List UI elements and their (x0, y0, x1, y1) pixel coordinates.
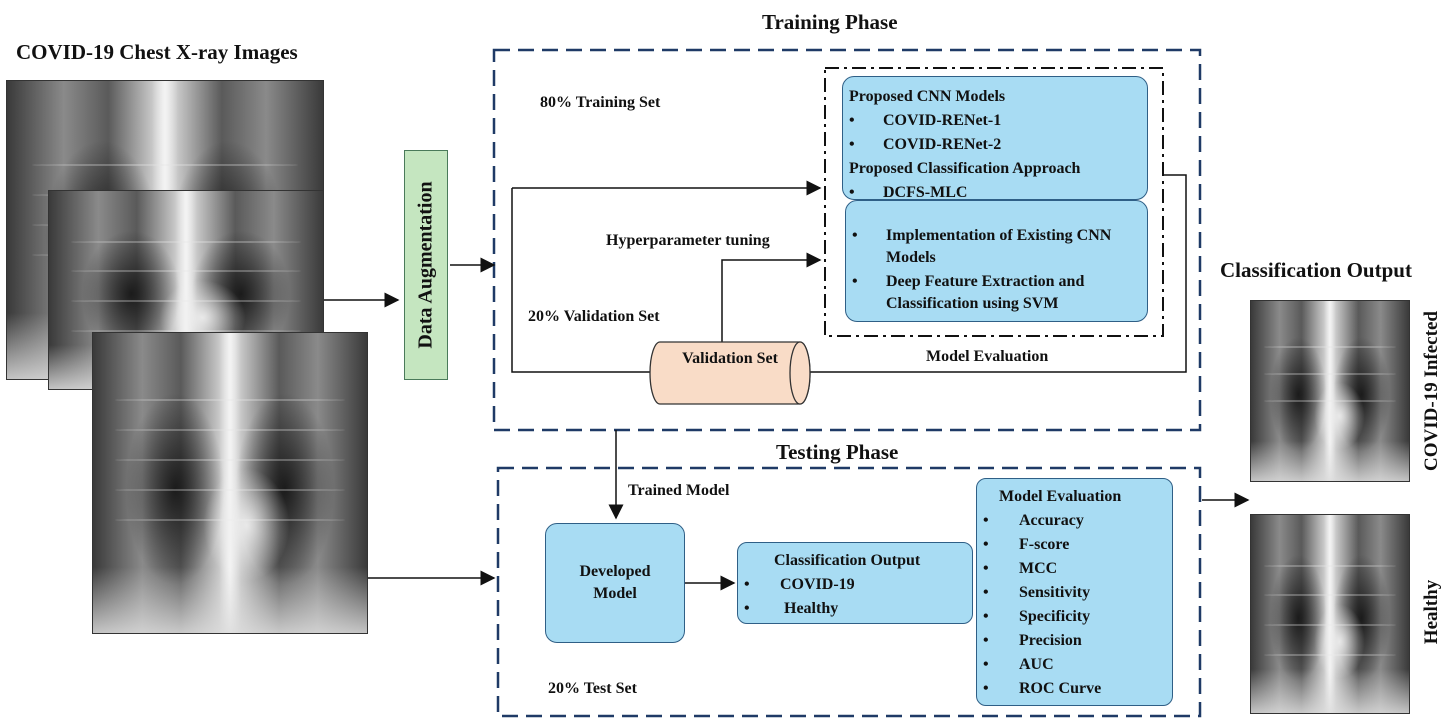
proposed-models-box: Proposed CNN Models •COVID-RENet-1 •COVI… (842, 76, 1148, 201)
trained-model-label: Trained Model (628, 482, 730, 499)
data-augmentation-label: Data Augmentation (414, 181, 437, 349)
xray-images-title: COVID-19 Chest X-ray Images (16, 40, 298, 64)
proposed-cnn-item-2: •COVID-RENet-2 (849, 136, 1002, 153)
healthy-xray (1250, 514, 1410, 714)
training-phase-title: Training Phase (762, 10, 898, 34)
proposed-cnn-item-1: •COVID-RENet-1 (849, 112, 1002, 129)
validation-set-label: 20% Validation Set (528, 308, 660, 325)
evaluation-item: •MCC (983, 560, 1058, 577)
existing-models-box: • Implementation of Existing CNN Models … (845, 200, 1148, 322)
evaluation-item: •Accuracy (983, 512, 1084, 529)
validation-set-cylinder (649, 341, 811, 405)
evaluation-item: •Sensitivity (983, 584, 1091, 601)
training-phase-frame (492, 48, 1202, 432)
existing-item-1: • Implementation of Existing CNN Models (852, 227, 1112, 266)
proposed-classification-item-1: •DCFS-MLC (849, 184, 968, 201)
model-evaluation-header: Model Evaluation (999, 488, 1122, 505)
hyperparameter-tuning-label: Hyperparameter tuning (606, 232, 770, 249)
covid-infected-label: COVID-19 Infected (1421, 311, 1442, 471)
validation-set-node-label: Validation Set (682, 350, 778, 367)
classification-output-title: Classification Output (1220, 258, 1412, 282)
existing-item-2: • Deep Feature Extraction and Classifica… (852, 273, 1085, 312)
evaluation-item: •F-score (983, 536, 1070, 553)
classification-output-item-2: •Healthy (744, 600, 839, 617)
covid-infected-xray (1250, 300, 1410, 482)
classification-output-box: Classification Output •COVID-19 •Healthy (737, 542, 973, 624)
testing-phase-frame (496, 466, 1202, 718)
evaluation-item: •ROC Curve (983, 680, 1102, 697)
xray-image-3 (92, 332, 368, 634)
training-set-label: 80% Training Set (540, 94, 661, 111)
classification-output-item-1: •COVID-19 (744, 576, 855, 593)
proposed-cnn-header: Proposed CNN Models (849, 88, 1006, 105)
evaluation-item: •Precision (983, 632, 1082, 649)
developed-model-box: Developed Model (545, 523, 685, 643)
evaluation-item: •AUC (983, 656, 1054, 673)
classification-output-header: Classification Output (774, 552, 921, 569)
model-evaluation-box: Model Evaluation •Accuracy •F-score •MCC… (976, 478, 1173, 706)
test-set-label: 20% Test Set (548, 680, 637, 697)
evaluation-item: •Specificity (983, 608, 1091, 625)
proposed-classification-header: Proposed Classification Approach (849, 160, 1081, 177)
model-evaluation-label: Model Evaluation (926, 348, 1049, 365)
proposed-models-frame (824, 67, 1164, 337)
testing-phase-title: Testing Phase (776, 440, 899, 464)
data-augmentation-box: Data Augmentation (404, 150, 448, 380)
healthy-label: Healthy (1421, 579, 1442, 645)
